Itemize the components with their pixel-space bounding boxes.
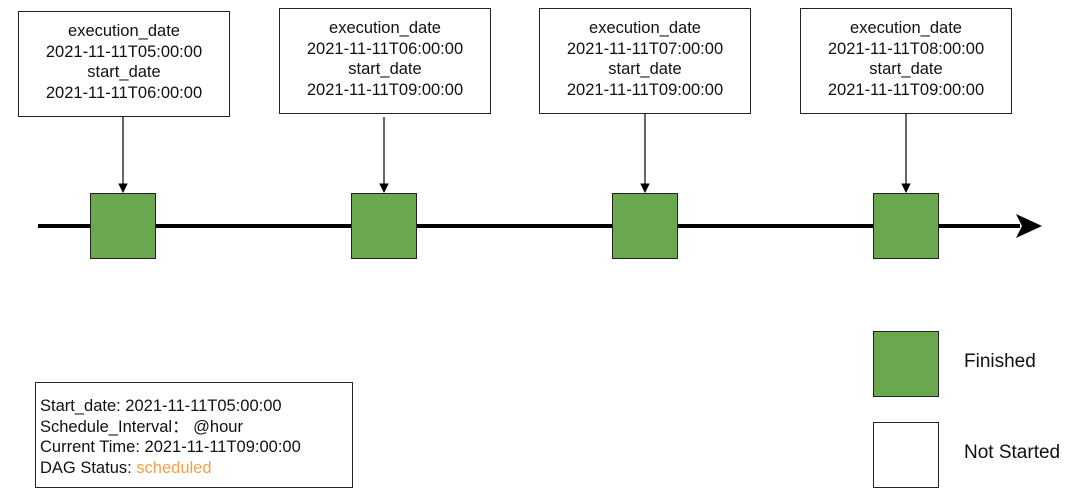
execution-date-value: 2021-11-11T08:00:00 [827, 39, 985, 58]
execution-date-value: 2021-11-11T06:00:00 [306, 39, 464, 58]
legend-finished-swatch [873, 331, 939, 397]
info-start-date: Start_date: 2021-11-11T05:00:00 [40, 397, 282, 415]
legend-finished-label: Finished [964, 351, 1036, 372]
start-date-value: 2021-11-11T09:00:00 [306, 80, 464, 99]
task-square-3 [612, 193, 678, 259]
execution-date-label: execution_date [850, 19, 962, 37]
info-dag-status: DAG Status: scheduled [40, 458, 352, 479]
task-square-2 [351, 193, 417, 259]
execution-date-value: 2021-11-11T07:00:00 [566, 39, 724, 58]
start-date-value: 2021-11-11T09:00:00 [827, 80, 985, 99]
run-label-box-1: execution_date 2021-11-11T05:00:00 start… [18, 11, 230, 117]
execution-date-label: execution_date [329, 19, 441, 37]
dag-status-value: scheduled [136, 458, 212, 477]
legend-not-started-label: Not Started [964, 442, 1061, 463]
run-label-box-4: execution_date 2021-11-11T08:00:00 start… [800, 8, 1012, 114]
start-date-label: start_date [348, 60, 422, 78]
run-label-box-2: execution_date 2021-11-11T06:00:00 start… [279, 8, 491, 114]
task-square-4 [873, 193, 939, 259]
info-schedule-interval: Schedule_Interval： @hour [40, 417, 243, 436]
run-label-box-3: execution_date 2021-11-11T07:00:00 start… [539, 8, 751, 114]
dag-info-box: Start_date: 2021-11-11T05:00:00 Schedule… [35, 382, 353, 488]
execution-date-value: 2021-11-11T05:00:00 [45, 42, 203, 61]
start-date-value: 2021-11-11T06:00:00 [45, 83, 203, 102]
start-date-label: start_date [87, 63, 161, 81]
start-date-label: start_date [869, 60, 943, 78]
info-current-time: Current Time: 2021-11-11T09:00:00 [40, 438, 301, 456]
start-date-label: start_date [608, 60, 682, 78]
dag-status-label: DAG Status: [40, 458, 132, 477]
execution-date-label: execution_date [589, 19, 701, 37]
timeline-arrowhead [1016, 214, 1042, 238]
task-square-1 [90, 193, 156, 259]
execution-date-label: execution_date [68, 22, 180, 40]
start-date-value: 2021-11-11T09:00:00 [566, 80, 724, 99]
legend-not-started-swatch [873, 422, 939, 488]
